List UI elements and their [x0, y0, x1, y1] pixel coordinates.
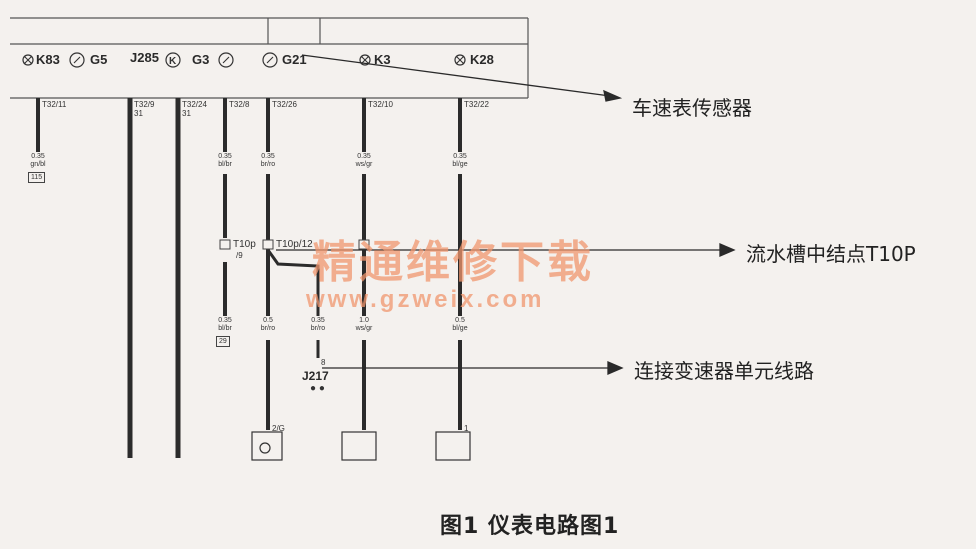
pin-t10p-a: T10p	[233, 239, 256, 250]
callout-speed-sensor: 车速表传感器	[632, 96, 752, 120]
pin-t32-10: T32/10	[368, 100, 393, 109]
wire-spec: 0.35 br/ro	[310, 317, 326, 332]
pin-31-b: 31	[182, 109, 191, 118]
pin-bottom-2g: 2/G	[272, 424, 285, 433]
callout-junction-t10p: 流水槽中结点T10P	[746, 242, 916, 266]
g3-gauge-icon	[218, 52, 234, 68]
label-k28: K28	[470, 52, 494, 67]
pin-t32-11: T32/11	[42, 100, 67, 109]
pin-t10p-a-num: /9	[236, 251, 243, 260]
wire-spec: 0.5 bl/ge	[452, 317, 468, 332]
watermark-url: www.gzweix.com	[306, 286, 545, 313]
label-g5: G5	[90, 52, 108, 67]
instrument-cluster-box	[10, 17, 529, 99]
wire-spec: 0.35 gn/bl	[30, 153, 46, 168]
pin-t32-8: T32/8	[229, 100, 250, 109]
svg-text:K: K	[169, 56, 177, 67]
bottom-component-2	[341, 431, 377, 461]
pin-j217-8: 8	[321, 358, 326, 367]
ref-box-115: 115	[28, 172, 46, 183]
k83-lamp-icon	[22, 54, 34, 66]
j217-dots: ● ●	[310, 383, 325, 394]
g5-gauge-icon	[69, 52, 85, 68]
k28-lamp-icon	[454, 54, 466, 66]
label-g21: G21	[282, 52, 307, 67]
label-j217: J217	[302, 369, 329, 383]
wire-spec: 0.35 bl/br	[218, 317, 232, 332]
wire-spec: 0.35 br/ro	[260, 153, 276, 168]
g21-gauge-icon	[262, 52, 278, 68]
wire-lines	[36, 98, 462, 458]
label-k3: K3	[374, 52, 391, 67]
ref-box-29: 29	[216, 336, 230, 347]
wire-spec: 0.35 bl/ge	[452, 153, 468, 168]
pin-t10p-b: T10p/12	[276, 239, 313, 250]
wire-spec: 1.0 ws/gr	[355, 317, 373, 332]
pin-31-a: 31	[134, 109, 143, 118]
pin-bottom-1: 1	[464, 424, 469, 433]
pin-t32-22: T32/22	[464, 100, 489, 109]
wire-spec: 0.35 bl/br	[218, 153, 232, 168]
label-g3: G3	[192, 52, 210, 67]
wire-spec: 0.5 br/ro	[260, 317, 276, 332]
j285-k-icon	[165, 52, 181, 68]
pin-t32-24: T32/24	[182, 100, 207, 109]
callout-transmission: 连接变速器单元线路	[634, 359, 814, 383]
bottom-component-1	[251, 431, 283, 461]
label-j285: J285	[130, 50, 159, 65]
watermark-title: 精通维修下载	[312, 237, 594, 288]
wire-spec: 0.35 ws/gr	[355, 153, 373, 168]
k3-lamp-icon	[359, 54, 371, 66]
figure-caption: 图1 仪表电路图1	[440, 514, 620, 539]
label-k83: K83	[36, 52, 60, 67]
bottom-component-3	[435, 431, 471, 461]
pin-t32-9: T32/9	[134, 100, 155, 109]
pin-t32-26: T32/26	[272, 100, 297, 109]
